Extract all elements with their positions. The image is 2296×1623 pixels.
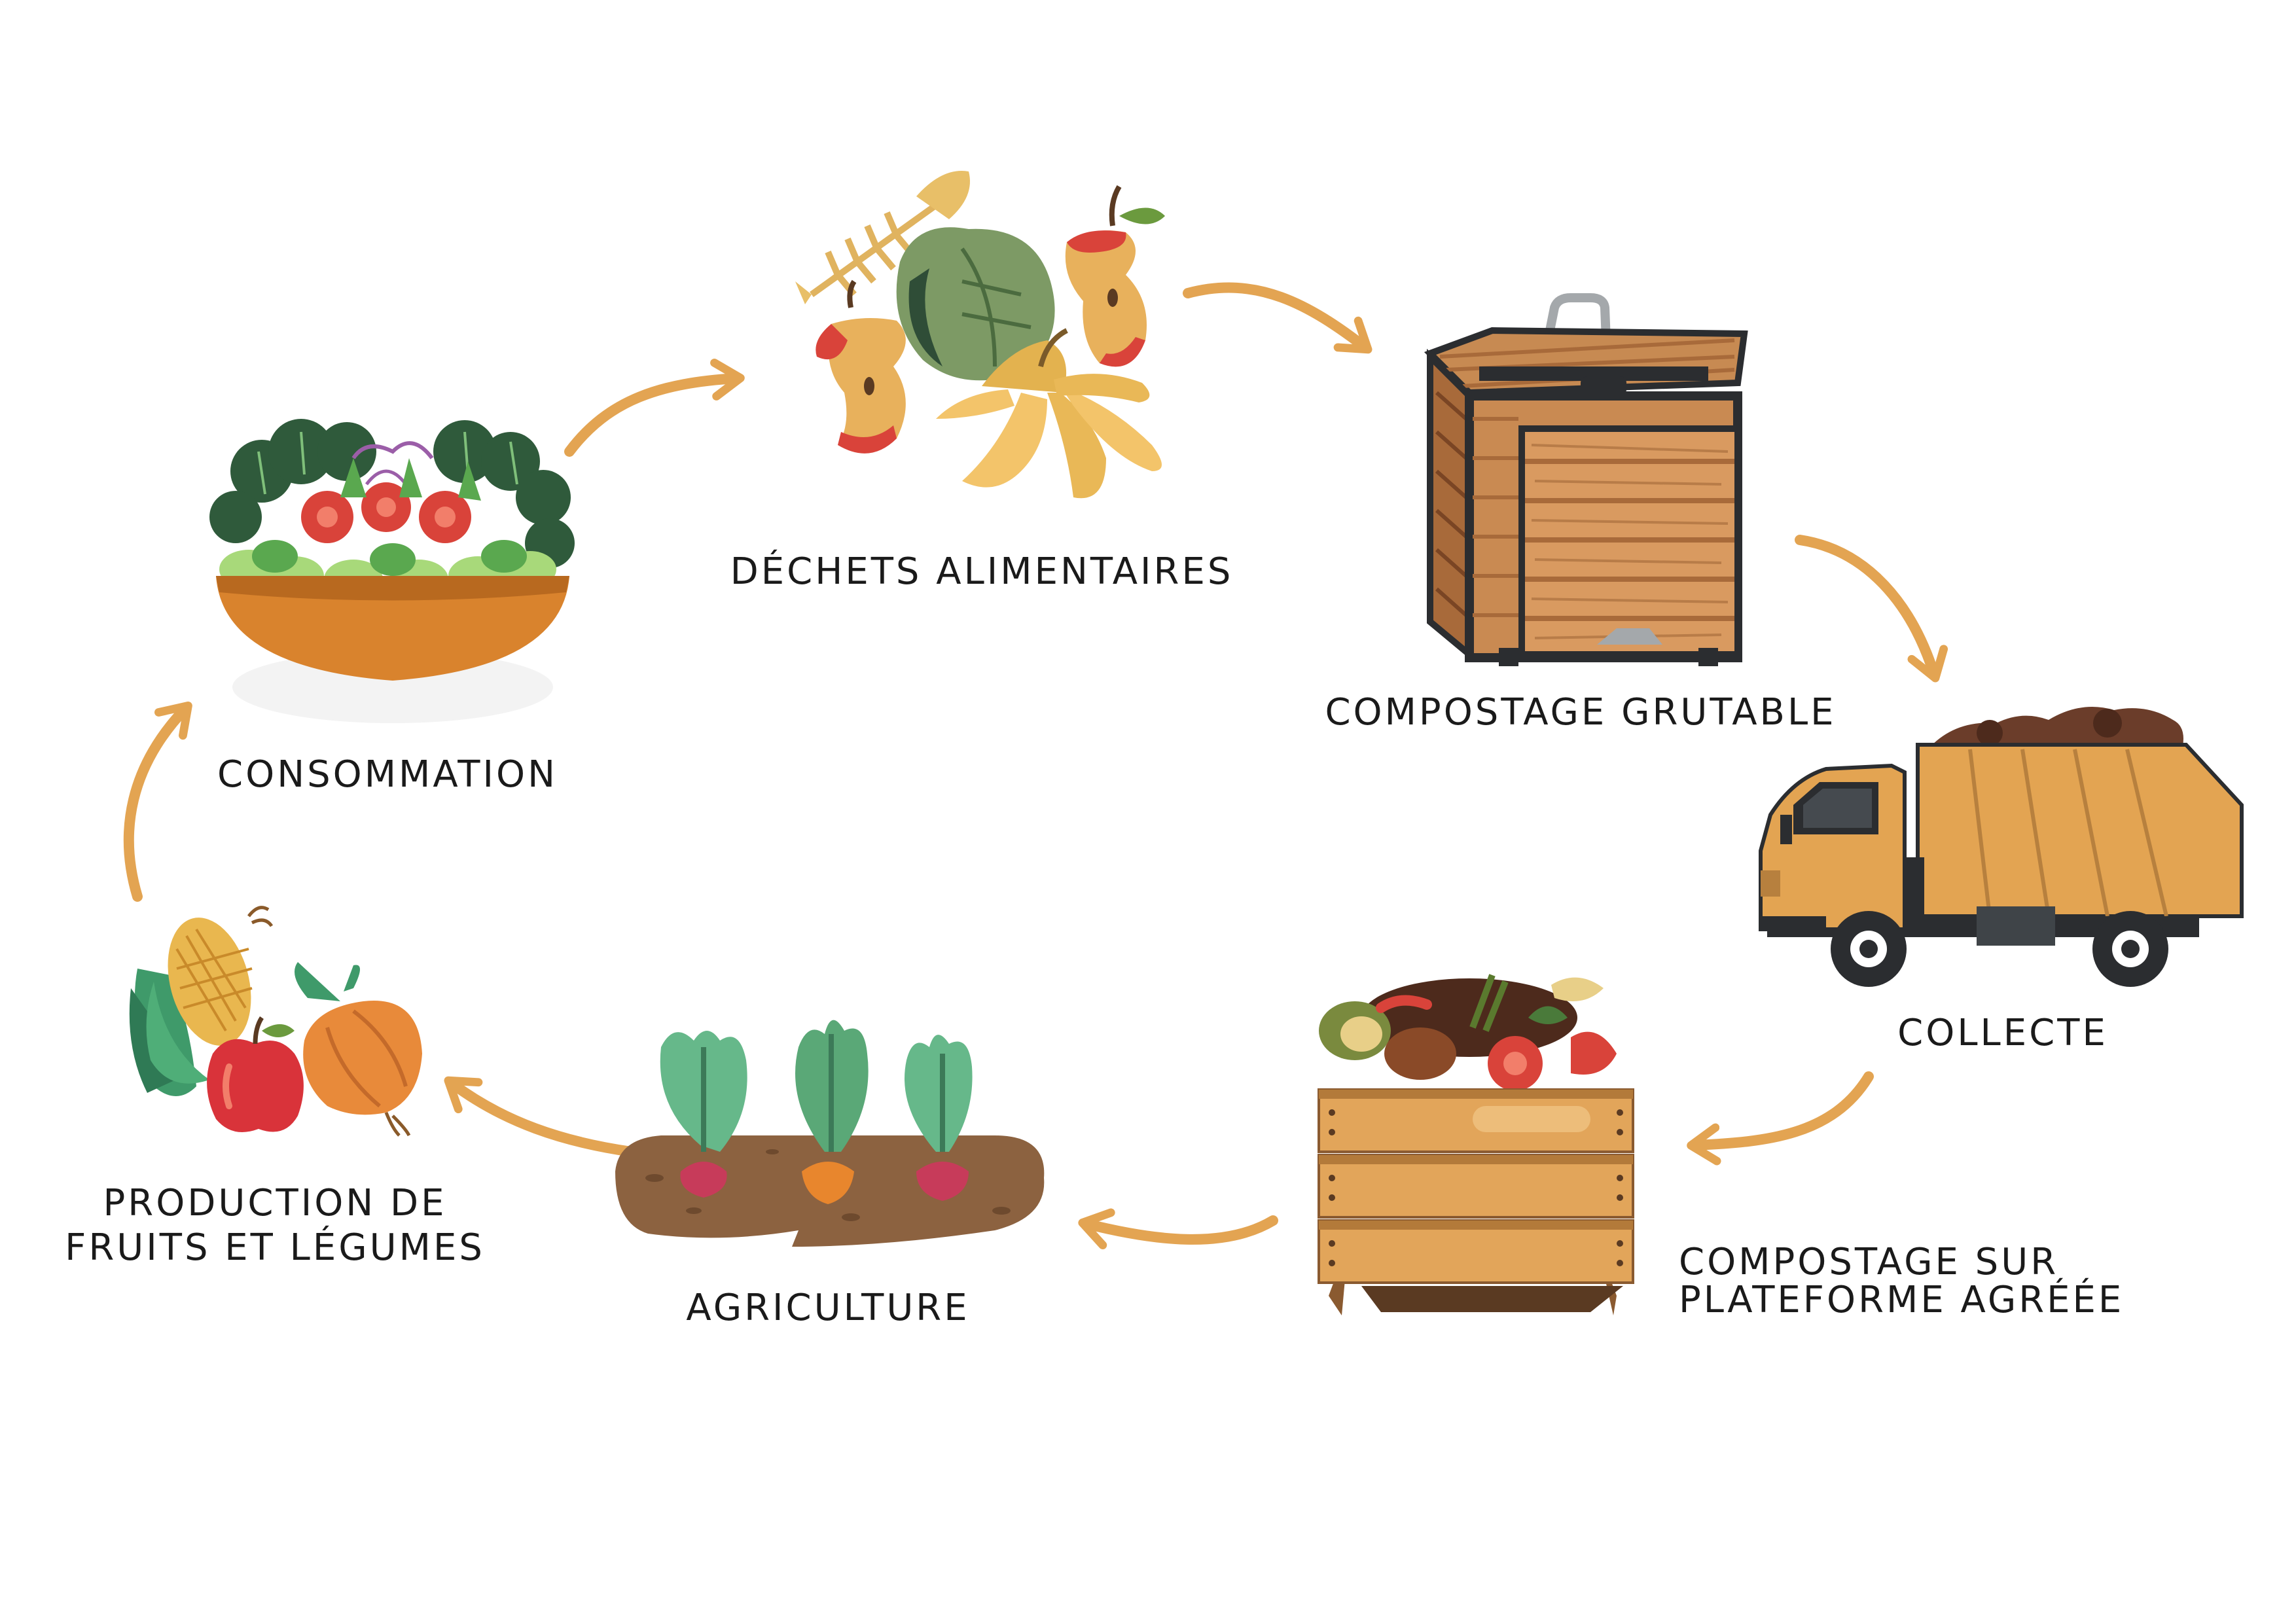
compost-crate-icon	[1318, 974, 1634, 1315]
label-consommation: CONSOMMATION	[217, 753, 558, 796]
arrow-consommation-to-dechets	[564, 358, 745, 457]
food-waste-icon	[795, 171, 1165, 499]
arrow-plateforme-to-agriculture	[1078, 1208, 1278, 1249]
cycle-arrows	[123, 282, 1948, 1249]
label-production: PRODUCTION DE FRUITS ET LÉGUMES	[65, 1181, 485, 1270]
sprouting-vegetables-icon	[615, 1020, 1045, 1247]
label-production-line-2: FRUITS ET LÉGUMES	[65, 1226, 485, 1269]
onion-icon	[295, 962, 422, 1137]
label-compostage-plateforme: COMPOSTAGE SUR PLATEFORME AGRÉÉE	[1679, 1240, 2124, 1323]
label-compostage-plateforme-line-2: PLATEFORME AGRÉÉE	[1679, 1279, 2125, 1321]
arrow-agriculture-to-production	[444, 1076, 637, 1157]
arrow-collecte-to-plateforme	[1687, 1071, 1874, 1166]
dump-truck-icon	[1759, 707, 2244, 987]
corn-icon	[129, 906, 274, 1096]
banana-peel-icon	[936, 328, 1162, 499]
fruits-vegetables-icon	[129, 906, 422, 1137]
arrow-production-to-consommation	[123, 701, 192, 902]
label-dechets-alimentaires: DÉCHETS ALIMENTAIRES	[730, 550, 1234, 593]
label-agriculture: AGRICULTURE	[686, 1287, 970, 1329]
apple-core-icon	[816, 279, 906, 454]
label-collecte: COLLECTE	[1897, 1012, 2108, 1054]
label-production-line-1: PRODUCTION DE	[103, 1182, 447, 1224]
salad-bowl-icon	[209, 419, 575, 723]
fish-bone-icon	[810, 200, 941, 298]
apple-icon	[207, 1016, 304, 1132]
label-compostage-plateforme-line-1: COMPOSTAGE SUR	[1679, 1241, 2059, 1283]
sprout-leaves-icon	[660, 1020, 973, 1152]
apple-core-icon	[1065, 185, 1165, 367]
label-compostage-grutable: COMPOSTAGE GRUTABLE	[1325, 691, 1837, 734]
wooden-compost-bin-icon	[1424, 293, 1748, 666]
arrow-compostage-to-collecte	[1795, 535, 1948, 683]
arrow-dechets-to-compostage	[1183, 282, 1372, 354]
